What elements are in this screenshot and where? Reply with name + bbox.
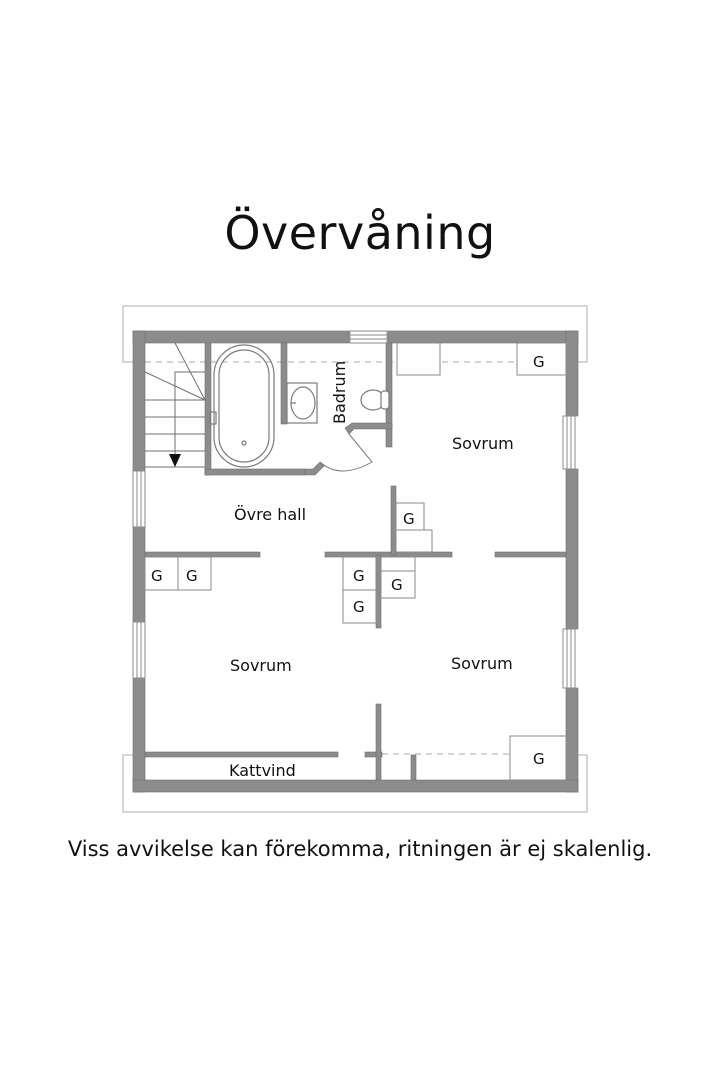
wardrobe-label: G [533,750,545,768]
bathtub-icon [209,344,275,468]
wardrobe-label: G [186,567,198,585]
walls [132,330,579,793]
knee-wall-dashes [145,361,565,755]
wardrobe-label: G [533,353,545,371]
door-swing-icon [319,433,373,472]
toilet-icon [360,389,390,411]
wardrobe-label: G [391,576,403,594]
stair-arrow-icon [169,454,181,467]
wardrobe-label: G [151,567,163,585]
room-label-ovre-hall: Övre hall [234,505,306,524]
room-label-kattvind: Kattvind [229,761,296,780]
room-label-badrum: Badrum [330,361,349,424]
wardrobes [144,342,567,781]
sink-icon [286,382,318,424]
wardrobe-labels: G G G G G G G G [151,353,545,768]
room-label-sovrum-sw: Sovrum [230,656,292,675]
disclaimer-caption: Viss avvikelse kan förekomma, ritningen … [67,837,653,861]
wardrobe-label: G [353,567,365,585]
room-label-sovrum-se: Sovrum [451,654,513,673]
room-label-sovrum-ne: Sovrum [452,434,514,453]
page-title: Övervåning [224,206,496,260]
wardrobe-label: G [353,598,365,616]
wardrobe-label: G [403,510,415,528]
windows [132,330,576,689]
